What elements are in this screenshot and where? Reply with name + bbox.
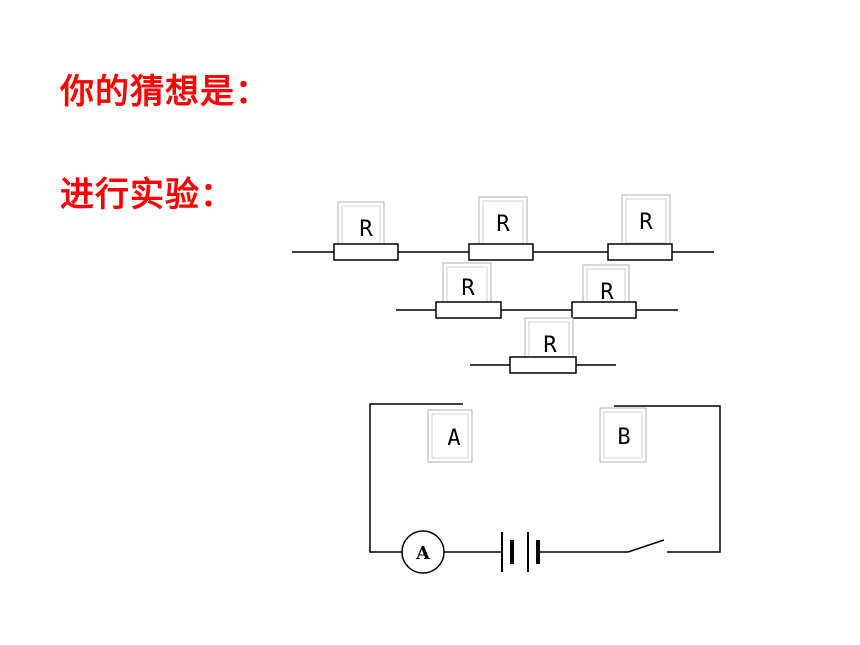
resistor-6-body bbox=[509, 356, 577, 374]
wire-right bbox=[614, 405, 721, 553]
resistor-3-label: R bbox=[639, 210, 653, 235]
ammeter[interactable]: A bbox=[401, 530, 445, 574]
terminal-b-label: B bbox=[617, 425, 630, 450]
resistor-4-body bbox=[435, 301, 502, 319]
resistor-1-label: R bbox=[359, 217, 373, 242]
resistor-5-body bbox=[571, 301, 637, 319]
terminal-a-label: A bbox=[447, 426, 460, 451]
guess-heading: 你的猜想是： bbox=[60, 72, 270, 112]
resistor-3-body bbox=[607, 243, 673, 261]
test-circuit: A B A bbox=[369, 403, 721, 574]
resistor-4[interactable]: R bbox=[435, 262, 502, 319]
resistor-5-label: R bbox=[600, 280, 614, 305]
resistor-4-label: R bbox=[461, 276, 475, 301]
terminal-a[interactable]: A bbox=[427, 409, 473, 463]
ammeter-label: A bbox=[415, 543, 431, 564]
resistor-2[interactable]: R bbox=[468, 196, 534, 261]
resistor-3[interactable]: R bbox=[607, 194, 673, 261]
resistor-1[interactable]: R bbox=[333, 201, 399, 261]
resistor-row-2: R R bbox=[396, 262, 678, 319]
resistor-row-3: R bbox=[470, 317, 616, 374]
switch-icon[interactable] bbox=[627, 539, 665, 553]
resistor-1-body bbox=[333, 243, 399, 261]
terminal-b[interactable]: B bbox=[599, 407, 647, 463]
experiment-heading: 进行实验： bbox=[60, 175, 235, 215]
wire-left bbox=[369, 403, 463, 553]
resistor-row-1: R R R bbox=[292, 194, 714, 261]
resistor-2-label: R bbox=[496, 212, 510, 237]
resistor-6[interactable]: R bbox=[509, 317, 577, 374]
resistor-5[interactable]: R bbox=[571, 264, 637, 319]
battery-icon bbox=[501, 532, 540, 572]
resistor-6-label: R bbox=[543, 333, 557, 358]
resistor-2-body bbox=[468, 243, 534, 261]
